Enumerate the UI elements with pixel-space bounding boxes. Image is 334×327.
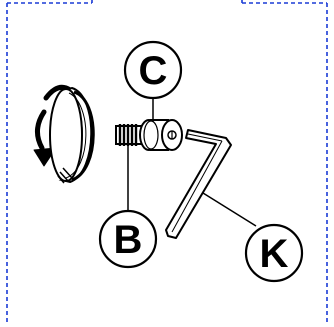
leader-k [202, 192, 257, 227]
callout-b: B [98, 209, 158, 269]
callout-c-label: C [139, 49, 168, 93]
rotating-knob [49, 86, 95, 184]
shoulder-screw [115, 119, 183, 151]
callout-b-label: B [114, 218, 143, 262]
callout-k-label: K [260, 232, 289, 276]
callout-b-circle [98, 209, 158, 269]
callout-k: K [244, 223, 304, 283]
callout-c: C [123, 40, 183, 100]
leader-lines [127, 97, 257, 227]
dashed-frame [6, 0, 328, 325]
callout-c-circle [123, 40, 183, 100]
callout-k-circle [244, 223, 304, 283]
hex-key [165, 129, 232, 239]
